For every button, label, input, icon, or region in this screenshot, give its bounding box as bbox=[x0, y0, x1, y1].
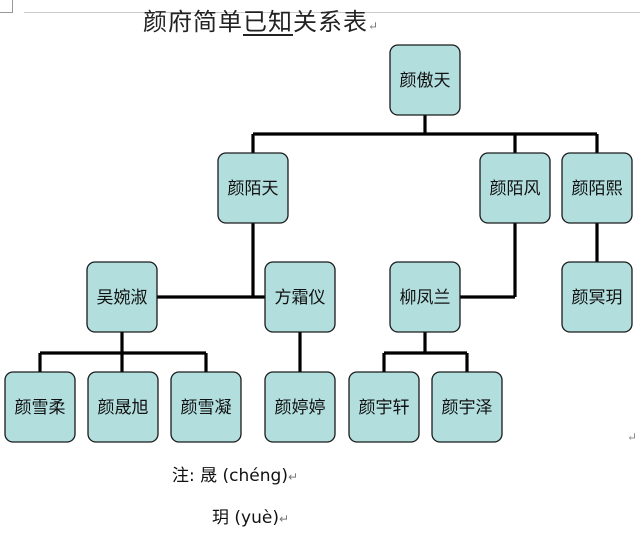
person-node-xuerou: 颜雪柔 bbox=[4, 371, 76, 443]
note-line-1: 注: 晟 (chéng)↵ bbox=[172, 461, 298, 486]
person-box bbox=[348, 371, 420, 443]
person-node-xuening: 颜雪凝 bbox=[170, 371, 242, 443]
person-box bbox=[217, 152, 289, 224]
paragraph-mark: ↵ bbox=[368, 19, 380, 33]
person-name: 颜婷婷 bbox=[275, 398, 326, 418]
side-paragraph-mark: ↵ bbox=[627, 430, 638, 444]
person-node-fang: 方霜仪 bbox=[264, 261, 336, 333]
note-text: 注: 晟 (chéng) bbox=[172, 466, 288, 486]
person-box bbox=[389, 261, 461, 333]
person-name: 颜陌熙 bbox=[572, 179, 623, 199]
person-node-yuze: 颜宇泽 bbox=[431, 371, 503, 443]
paragraph-mark: ↵ bbox=[278, 512, 290, 526]
person-node-mofeng: 颜陌风 bbox=[479, 152, 551, 224]
tree-edges bbox=[38, 115, 599, 372]
person-name: 颜傲天 bbox=[400, 71, 451, 91]
diagram-title: 颜府简单已知关系表↵ bbox=[143, 2, 379, 37]
person-name: 柳凤兰 bbox=[400, 288, 451, 308]
person-node-ao: 颜傲天 bbox=[389, 44, 461, 116]
title-prefix: 颜府简单 bbox=[143, 8, 243, 36]
note-text: 玥 (yuè) bbox=[212, 508, 279, 528]
person-node-motian: 颜陌天 bbox=[217, 152, 289, 224]
person-node-liu: 柳凤兰 bbox=[389, 261, 461, 333]
note-line-2: 玥 (yuè)↵ bbox=[212, 503, 289, 528]
person-name: 颜雪柔 bbox=[15, 398, 66, 418]
title-suffix: 关系表 bbox=[293, 8, 368, 36]
title-underlined: 已知 bbox=[243, 8, 293, 36]
person-name: 颜雪凝 bbox=[181, 398, 232, 418]
person-name: 颜冥玥 bbox=[572, 288, 623, 308]
person-box bbox=[86, 261, 158, 333]
person-node-tingting: 颜婷婷 bbox=[264, 371, 336, 443]
person-name: 方霜仪 bbox=[275, 288, 326, 308]
person-name: 颜陌风 bbox=[490, 179, 541, 199]
person-node-mingyue: 颜冥玥 bbox=[561, 261, 633, 333]
person-box bbox=[479, 152, 551, 224]
person-name: 颜宇轩 bbox=[359, 398, 410, 418]
page-corner-mark bbox=[0, 0, 13, 13]
person-box bbox=[264, 371, 336, 443]
person-box bbox=[4, 371, 76, 443]
person-box bbox=[561, 261, 633, 333]
person-node-shengxu: 颜晟旭 bbox=[87, 371, 159, 443]
person-name: 颜陌天 bbox=[228, 179, 279, 199]
person-box bbox=[389, 44, 461, 116]
paragraph-mark: ↵ bbox=[287, 470, 299, 484]
person-node-wu: 吴婉淑 bbox=[86, 261, 158, 333]
person-node-yuxuan: 颜宇轩 bbox=[348, 371, 420, 443]
person-box bbox=[561, 152, 633, 224]
person-name: 吴婉淑 bbox=[97, 288, 148, 308]
person-box bbox=[431, 371, 503, 443]
person-name: 颜晟旭 bbox=[98, 398, 149, 418]
person-node-moxi: 颜陌熙 bbox=[561, 152, 633, 224]
person-box bbox=[87, 371, 159, 443]
page-top-rule bbox=[24, 12, 640, 13]
person-name: 颜宇泽 bbox=[442, 398, 493, 418]
person-box bbox=[264, 261, 336, 333]
person-box bbox=[170, 371, 242, 443]
